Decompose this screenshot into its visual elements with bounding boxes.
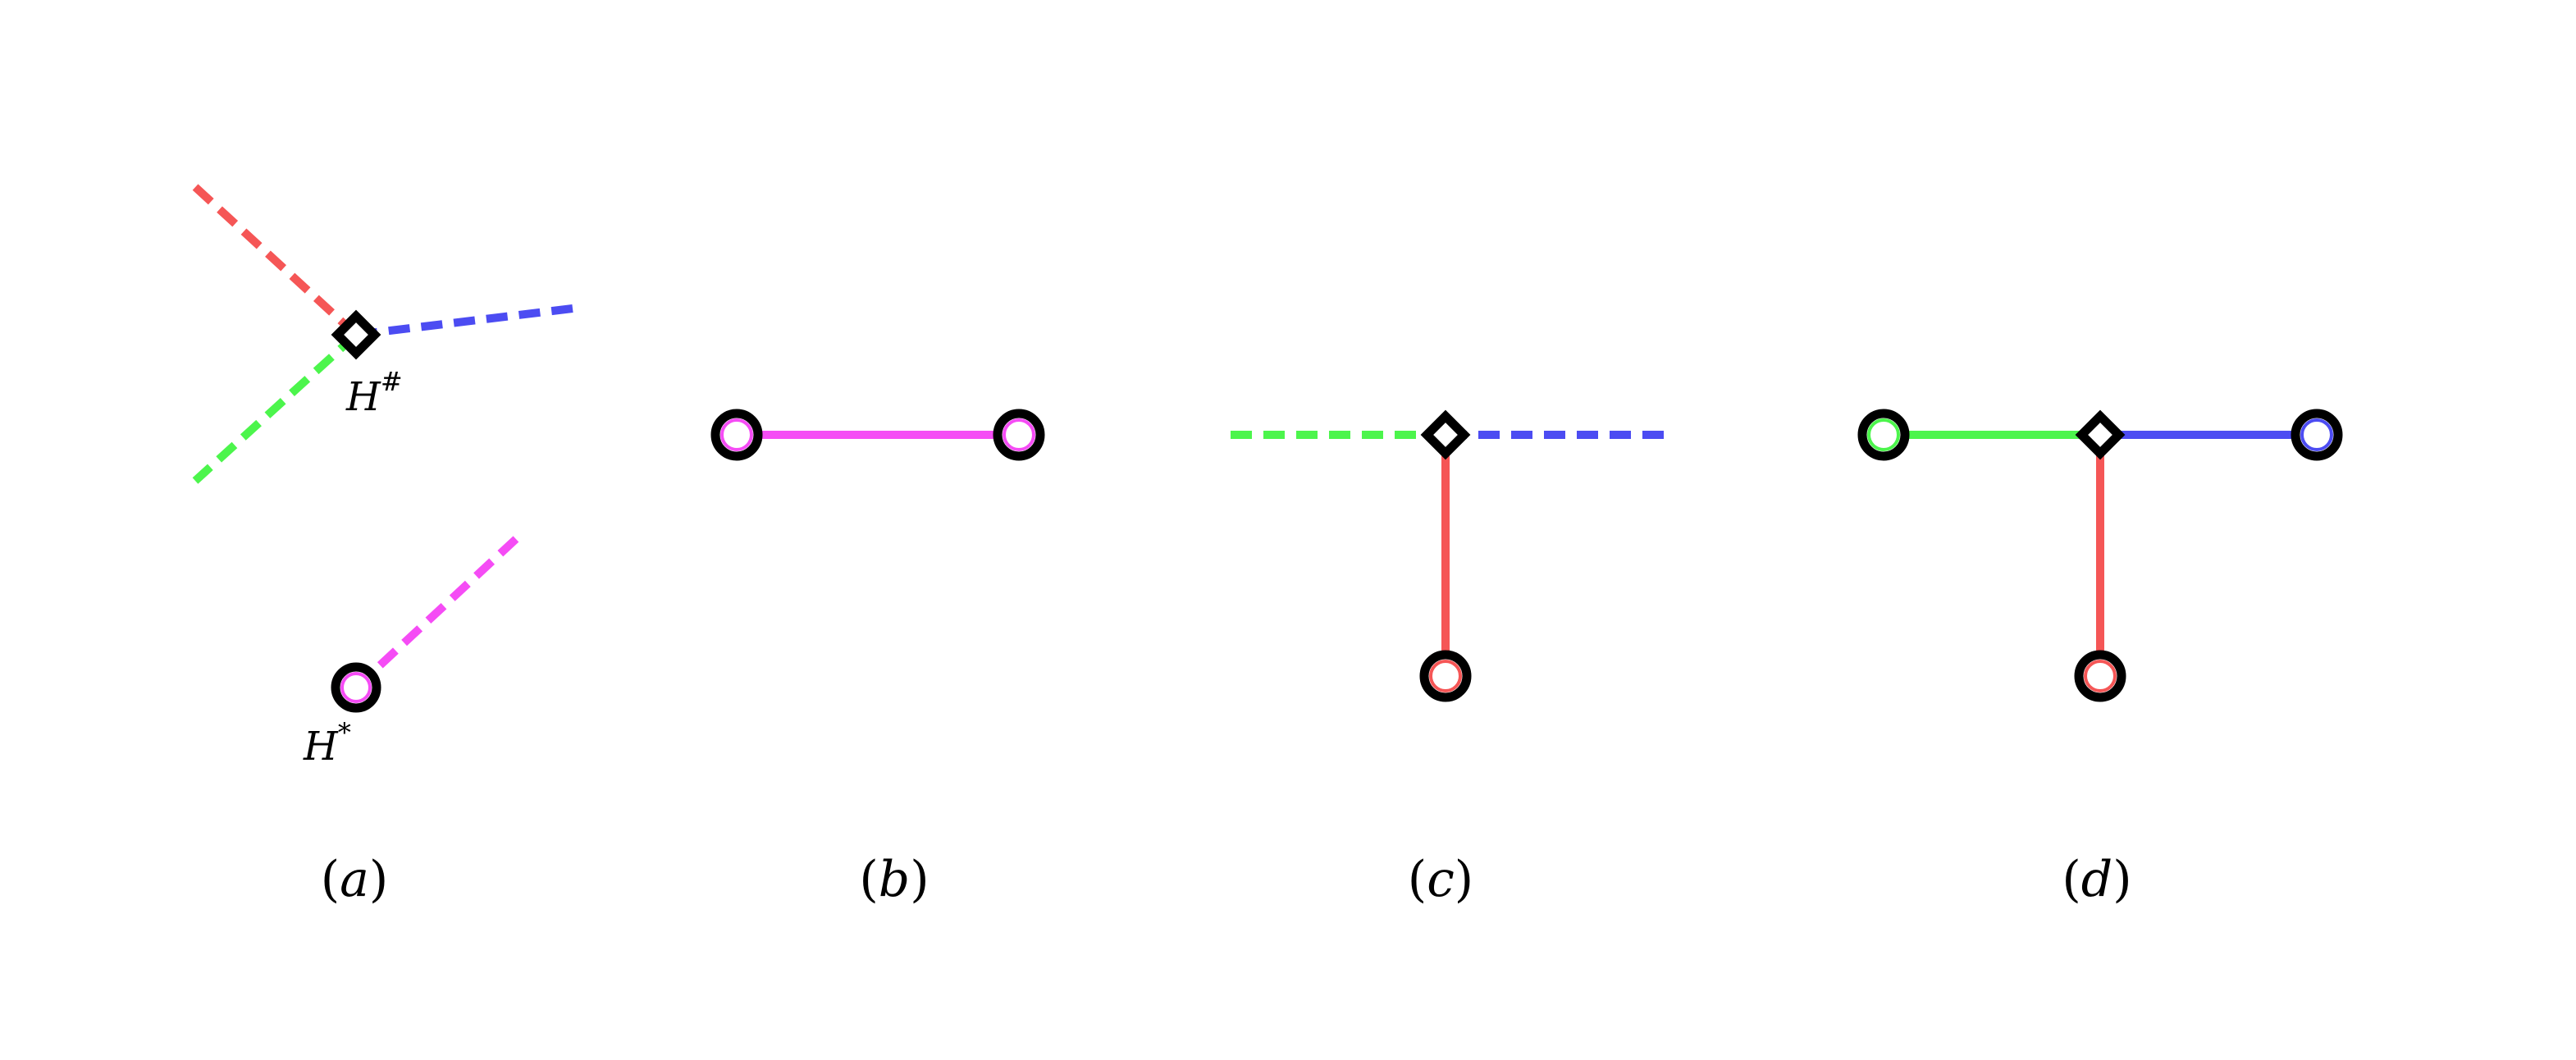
panel-a-star-label: H* <box>303 717 351 770</box>
panel-d: (d) <box>1857 409 2343 908</box>
panel-a-circle-vertex-inner-ring <box>340 672 372 703</box>
panel-d-diamond-vertex <box>2075 409 2126 460</box>
panel-a: H# H* (a) <box>192 184 573 908</box>
panel-d-bottom-circle-inner-ring <box>2084 660 2117 692</box>
panel-b-caption: (b) <box>859 851 929 908</box>
panel-a-caption: (a) <box>321 851 389 908</box>
panel-c-diamond-vertex <box>1420 409 1471 460</box>
panel-a-magenta-dashed-edge <box>353 535 520 691</box>
panel-c-circle-inner-ring <box>1429 660 1462 692</box>
panel-a-diamond-vertex <box>331 309 381 360</box>
panel-b-left-circle-inner-ring <box>720 418 753 451</box>
panel-c: (c) <box>1231 409 1664 908</box>
panel-a-blue-dashed-edge <box>355 304 573 339</box>
panel-a-red-dashed-edge <box>192 184 359 338</box>
panel-c-caption: (c) <box>1408 851 1473 908</box>
panel-d-left-circle-inner-ring <box>1867 418 1900 451</box>
panel-d-right-circle-inner-ring <box>2300 418 2333 451</box>
panel-b-right-circle-inner-ring <box>1003 418 1035 451</box>
panel-b: (b) <box>710 409 1045 908</box>
panel-d-caption: (d) <box>2062 851 2131 908</box>
panel-a-green-dashed-edge <box>192 331 359 484</box>
panel-a-hash-label: H# <box>345 366 403 420</box>
